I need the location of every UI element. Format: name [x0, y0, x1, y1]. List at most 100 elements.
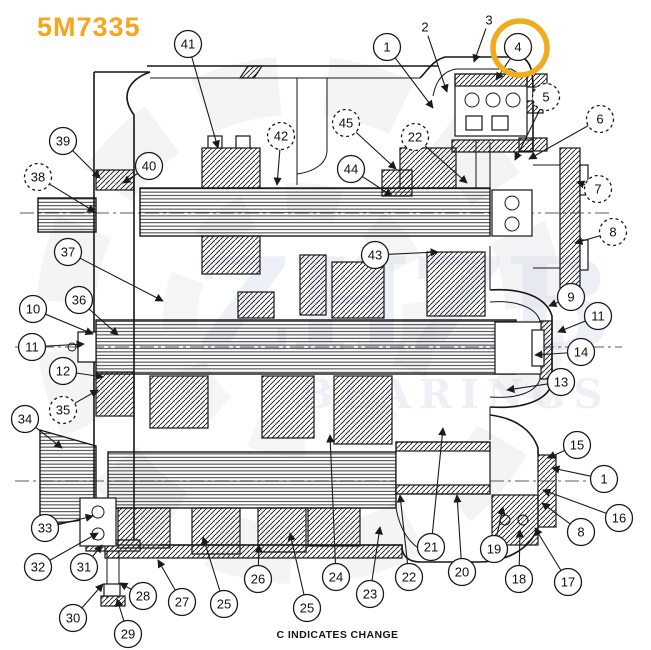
- callout-circle: [585, 104, 615, 134]
- leader-line: [431, 427, 447, 534]
- callout-circle: [546, 367, 576, 397]
- callout-12: 12: [48, 356, 104, 386]
- callout-42: 42: [266, 121, 296, 186]
- callout-circle: [553, 567, 583, 597]
- callout-number: 1: [600, 472, 607, 487]
- callout-number: 25: [217, 597, 231, 612]
- callout-circle: [360, 240, 390, 270]
- callout-number: 17: [561, 575, 575, 590]
- callout-number: 13: [554, 375, 568, 390]
- callout-number: 8: [609, 225, 616, 240]
- bearing-retainer: [451, 139, 534, 153]
- callout-number: 43: [368, 248, 382, 263]
- callout-34: 34: [10, 404, 63, 449]
- leader-line: [92, 544, 103, 557]
- callout-29: 29: [113, 598, 143, 649]
- leader-line: [396, 494, 409, 564]
- top-shaft: [20, 73, 612, 275]
- leader-line: [551, 465, 591, 477]
- callout-32: 32: [23, 532, 99, 582]
- leader-line: [427, 35, 449, 93]
- leader-line: [547, 450, 565, 459]
- callout-25: 25: [201, 536, 239, 619]
- leader-line: [542, 488, 607, 514]
- callout-circle: [336, 154, 366, 184]
- callout-number: 28: [136, 589, 150, 604]
- highlight-ring: [490, 18, 550, 78]
- leader-line: [273, 149, 282, 186]
- callout-37: 37: [53, 237, 164, 302]
- callout-2: 2: [421, 20, 449, 93]
- leader-line: [49, 183, 96, 213]
- callout-27: 27: [157, 559, 197, 617]
- callout-number: 26: [251, 572, 265, 587]
- bottom-gear-a: [117, 507, 171, 549]
- leader-line: [35, 426, 63, 449]
- callout-21: 21: [416, 427, 447, 562]
- callout-17: 17: [534, 527, 583, 597]
- leader-line: [574, 235, 601, 245]
- lower-gear-c: [333, 375, 393, 445]
- callout-number: 41: [181, 37, 195, 52]
- change-note: C INDICATES CHANGE: [276, 629, 399, 641]
- input-shaft-stub: [37, 197, 97, 233]
- callout-circle: [583, 174, 613, 204]
- leader-line: [81, 583, 104, 609]
- callout-circle: [416, 532, 446, 562]
- leader-line: [355, 131, 397, 170]
- callout-number: 34: [18, 412, 32, 427]
- callout-circle: [321, 562, 351, 592]
- drain-bolt: [100, 595, 126, 607]
- callout-36: 36: [64, 285, 119, 336]
- callout-33: 33: [30, 513, 94, 543]
- callout-number: 21: [424, 540, 438, 555]
- callout-circle: [583, 301, 613, 331]
- callout-circle: [504, 564, 534, 594]
- middle-shaft-body: [95, 319, 517, 375]
- callout-number: 20: [455, 565, 469, 580]
- callout-45: 45: [331, 108, 397, 170]
- lower-gear-a: [149, 375, 209, 429]
- callout-number: 35: [56, 403, 70, 418]
- callout-number: 9: [567, 290, 574, 305]
- callout-number: 42: [274, 129, 288, 144]
- callout-number: 40: [142, 159, 156, 174]
- leader-line: [254, 544, 263, 566]
- callout-number: 45: [339, 116, 353, 131]
- callout-circle: [48, 395, 78, 425]
- bottom-gear-c: [257, 507, 307, 553]
- part-number: 5M7335: [37, 12, 141, 42]
- callout-number: 25: [300, 601, 314, 616]
- callout-circle: [562, 430, 592, 460]
- callout-circle: [30, 513, 60, 543]
- leader-line: [72, 150, 101, 179]
- callout-circle: [566, 517, 596, 547]
- leader-line: [201, 536, 221, 592]
- leader-line: [453, 494, 462, 559]
- callout-number: 12: [56, 364, 70, 379]
- callout-6: 6: [528, 104, 615, 160]
- callout-number: 14: [574, 345, 588, 360]
- callout-19: 19: [479, 506, 509, 564]
- callout-circle: [53, 237, 83, 267]
- callout-26: 26: [243, 544, 273, 594]
- callout-9: 9: [548, 282, 586, 312]
- leader-line: [119, 582, 132, 591]
- leader-line: [115, 598, 125, 622]
- mid-rib: [299, 254, 327, 316]
- callout-20: 20: [447, 494, 477, 587]
- callout-number: 24: [329, 570, 343, 585]
- leader-line: [515, 529, 524, 566]
- callout-circle: [292, 593, 322, 623]
- callout-number: 44: [344, 162, 358, 177]
- callout-circle: [173, 29, 203, 59]
- leader-line: [45, 340, 85, 349]
- callout-44: 44: [336, 154, 393, 197]
- leader-line: [157, 559, 176, 591]
- top-right-bearing: [491, 189, 533, 237]
- callout-circle: [23, 552, 53, 582]
- callout-number: 2: [421, 20, 428, 35]
- callout-number: 31: [77, 560, 91, 575]
